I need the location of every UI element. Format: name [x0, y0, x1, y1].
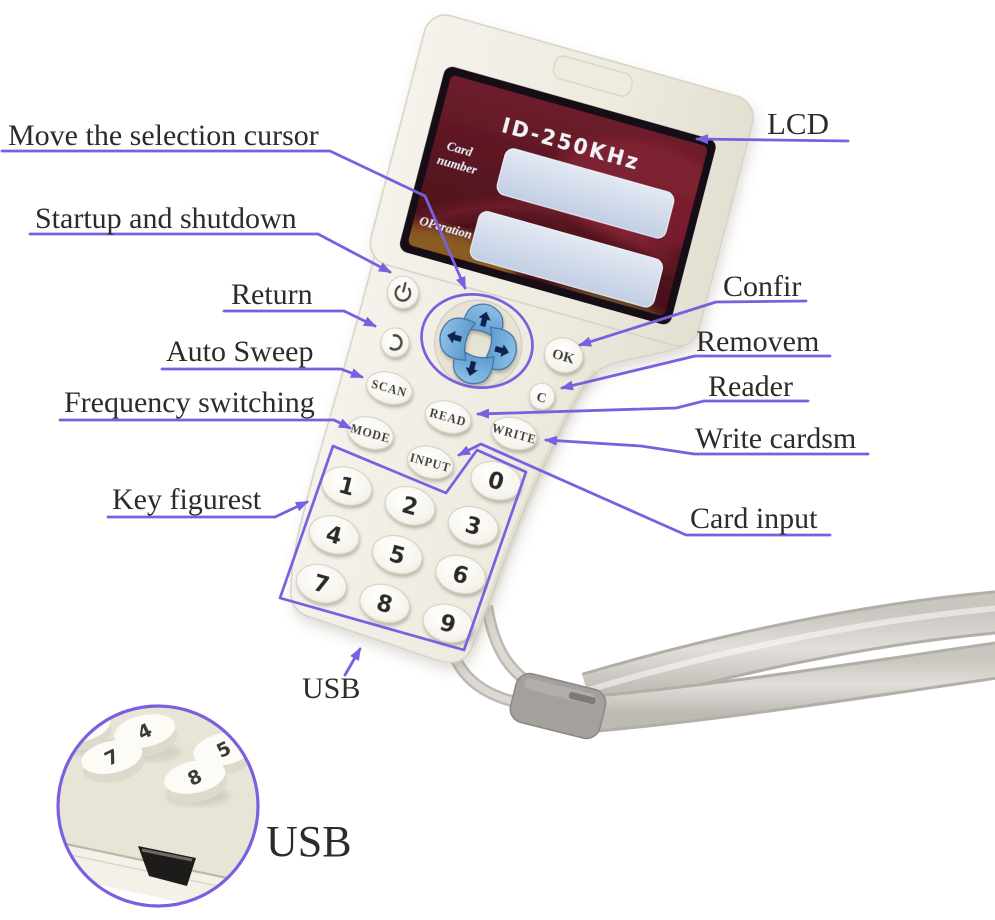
leader-lcd: [695, 134, 850, 145]
label-lcd: LCD: [767, 106, 829, 141]
leader-write-cards: [544, 435, 870, 456]
key-8: [359, 583, 411, 624]
body-right-shading: [468, 368, 600, 649]
leader-return: [222, 309, 377, 328]
leader-startup: [28, 232, 392, 274]
leader-reader: [476, 399, 810, 419]
return-button: [380, 327, 410, 358]
leader-auto-sweep: [160, 367, 364, 379]
label-startup: Startup and shutdown: [35, 202, 297, 235]
ok-button-label: OK: [550, 346, 576, 368]
label-usb-inset: USB: [266, 817, 352, 866]
usb-inset: 4 5 7 8 USB: [56, 704, 352, 908]
key-5: [372, 534, 423, 575]
leader-frequency: [58, 418, 352, 430]
label-key-figures: Key figurest: [112, 483, 262, 516]
label-confirm: Confir: [723, 270, 801, 303]
label-usb: USB: [302, 672, 360, 705]
inset-usb-port: [138, 846, 196, 886]
leader-key-figures: [106, 500, 309, 519]
leader-remove: [560, 354, 832, 391]
lanyard-strap: [443, 590, 995, 740]
clear-button-label: C: [535, 390, 548, 407]
ok-button: OK: [543, 337, 584, 374]
key-1-label: 1: [336, 472, 358, 502]
key-2-label: 2: [399, 492, 421, 522]
clip-slot: [568, 691, 596, 705]
key-3-label: 3: [462, 512, 484, 542]
power-button: [387, 275, 420, 310]
write-button: WRITE: [490, 416, 538, 451]
label-write-cards: Write cardsm: [695, 422, 856, 455]
key-2: [384, 486, 436, 526]
key-6-label: 6: [450, 561, 472, 591]
label-reader: Reader: [708, 370, 793, 403]
inset-key-7: 7: [81, 740, 145, 783]
right-arrow-icon: [494, 344, 510, 357]
dpad-annotation-circle: [420, 293, 534, 389]
key-8-label: 8: [374, 590, 396, 620]
lcd-operation-field: [469, 211, 663, 308]
key-4: [308, 515, 360, 555]
keypad-annotation-outline: [278, 444, 528, 652]
strap-clip: [509, 672, 607, 740]
key-7-label: 7: [310, 570, 332, 600]
read-button: READ: [424, 400, 472, 435]
left-arrow-icon: [447, 330, 462, 344]
key-3: [447, 505, 499, 546]
leader-usb: [343, 647, 362, 677]
lcd-card-number-field: [496, 148, 675, 239]
key-4-label: 4: [323, 521, 345, 551]
label-frequency: Frequency switching: [64, 386, 315, 419]
label-move-cursor: Move the selection cursor: [8, 119, 319, 152]
return-icon: [389, 334, 403, 351]
lcd-card-number-label-line1: Card: [445, 139, 474, 160]
dpad: [433, 299, 523, 389]
rfid-device: ID-250KHz Card number OPeration: [290, 14, 754, 664]
scan-button: SCAN: [365, 371, 413, 405]
down-arrow-icon: [465, 360, 478, 377]
mode-button: MODE: [347, 416, 394, 450]
key-9-label: 9: [437, 609, 459, 639]
clear-button: C: [528, 382, 556, 411]
input-button: INPUT: [407, 445, 454, 480]
label-auto-sweep: Auto Sweep: [166, 335, 313, 368]
head-top-notch: [552, 55, 633, 97]
inset-edge-line: [58, 826, 258, 888]
inset-circle-border: [56, 704, 260, 908]
strap-highlight: [587, 605, 995, 693]
label-remove: Removem: [696, 325, 819, 358]
leader-move-cursor: [0, 149, 467, 290]
power-icon: [394, 281, 412, 302]
key-0-label: 0: [485, 467, 507, 497]
numeric-keypad: 1 2 3 4 5 6 7 8 9 0: [296, 461, 522, 644]
inset-key-8: 8: [164, 760, 228, 803]
leader-card-input: [457, 442, 832, 537]
key-5-label: 5: [386, 541, 408, 571]
key-6: [435, 554, 486, 595]
label-return: Return: [231, 278, 313, 311]
leader-confirm: [578, 299, 808, 347]
key-7: [296, 563, 347, 604]
strap-lower-band: [590, 644, 995, 730]
label-card-input: Card input: [690, 502, 818, 535]
up-arrow-icon: [478, 311, 491, 328]
annotation-layer: Move the selection cursor Startup and sh…: [0, 106, 870, 705]
strap-upper-band: [582, 593, 995, 713]
